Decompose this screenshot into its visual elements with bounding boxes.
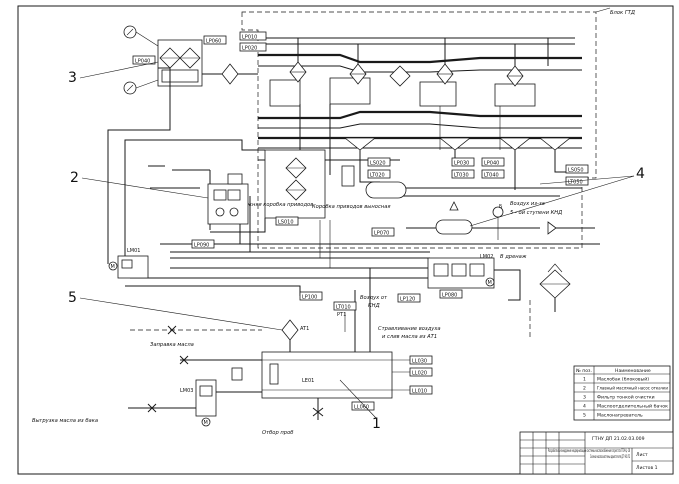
svg-text:1: 1 xyxy=(372,416,381,432)
svg-text:M: M xyxy=(111,264,115,270)
pump-lm03: M LM03 xyxy=(180,379,262,427)
oil-fill-caption: Заправка масла xyxy=(150,342,194,348)
sampling-caption: Отбор проб xyxy=(262,430,294,436)
svg-text:LE01: LE01 xyxy=(302,378,314,384)
svg-text:Главный масляный насос откачки: Главный масляный насос откачки xyxy=(597,385,668,392)
low-code-tags: LP100 LT010 PT1 LP120 Воздух от КНД xyxy=(299,291,421,332)
lower-gearbox-caption: Нижняя коробка приводов xyxy=(240,202,313,208)
svg-text:Лист: Лист xyxy=(636,452,648,458)
drain-separator: В дренаж xyxy=(500,254,571,340)
svg-text:LS050: LS050 xyxy=(568,168,584,174)
remote-gearbox-caption: Коробка приводов выносная xyxy=(312,204,391,210)
scavenge-pump-block: LP090 xyxy=(191,173,249,249)
svg-text:2: 2 xyxy=(583,386,586,392)
lower-gearbox: Нижняя коробка приводов LS010 xyxy=(240,149,326,226)
svg-text:PT1: PT1 xyxy=(337,312,346,318)
svg-text:Наименование: Наименование xyxy=(615,368,651,374)
svg-text:LS020: LS020 xyxy=(370,161,386,167)
svg-text:LS010: LS010 xyxy=(278,220,294,226)
svg-text:LM01: LM01 xyxy=(127,248,140,254)
svg-text:4: 4 xyxy=(636,166,645,182)
svg-text:Маслонагреватель: Маслонагреватель xyxy=(597,413,643,419)
oil-drain-caption: Выгрузка масла из бака xyxy=(32,418,98,424)
svg-text:LP030: LP030 xyxy=(454,161,469,167)
svg-text:2: 2 xyxy=(70,170,79,186)
title-block: ГТНУ ДП 21.02.03.009 Разработка и внедре… xyxy=(519,431,674,475)
svg-text:№ поз.: № поз. xyxy=(576,368,592,374)
svg-text:LP040: LP040 xyxy=(135,59,150,65)
svg-text:M: M xyxy=(488,280,492,286)
svg-text:LP040: LP040 xyxy=(484,161,499,167)
svg-text:LL030: LL030 xyxy=(412,359,427,365)
doc-code: ГТНУ ДП 21.02.03.009 xyxy=(592,436,645,442)
engine-casing xyxy=(258,53,582,161)
oil-tank: LE01 LL060 LL030 LL020 LL010 Отбор проб xyxy=(261,351,433,436)
svg-text:LP100: LP100 xyxy=(302,295,317,301)
svg-text:LP090: LP090 xyxy=(194,243,209,249)
heater-lm01: M LM01 xyxy=(108,248,149,279)
air-lines: Воздух из-за 5 - ой ступени КНД LP070 xyxy=(371,201,595,237)
svg-text:КНД: КНД xyxy=(368,303,380,309)
bleed-caption: Стравливание воздуха xyxy=(378,326,441,332)
callouts: 3 2 5 4 1 xyxy=(68,61,645,432)
svg-text:3: 3 xyxy=(583,395,586,401)
bearing-supports xyxy=(269,77,572,151)
svg-text:LP080: LP080 xyxy=(442,293,457,299)
pump-set-lm02: M LM02 LP080 xyxy=(427,254,521,301)
heater-at1: AT1 Стравливание воздуха и слив масла из… xyxy=(281,319,441,352)
svg-text:5: 5 xyxy=(583,413,586,419)
svg-text:3: 3 xyxy=(68,70,77,86)
remote-gearbox: Коробка приводов выносная xyxy=(312,165,391,210)
svg-text:LT010: LT010 xyxy=(336,305,351,311)
air-from-5-caption: Воздух из-за xyxy=(510,201,545,207)
svg-text:LL020: LL020 xyxy=(412,371,427,377)
engine-filters xyxy=(289,61,524,87)
air-from-knd-caption: Воздух от xyxy=(360,295,388,301)
svg-text:LP010: LP010 xyxy=(242,35,257,41)
svg-text:LL060: LL060 xyxy=(354,405,369,411)
svg-text:5 - ой ступени КНД: 5 - ой ступени КНД xyxy=(510,210,562,216)
svg-text:LT050: LT050 xyxy=(568,180,583,186)
svg-text:LP120: LP120 xyxy=(400,297,415,303)
svg-text:и слив масла из АТ1: и слив масла из АТ1 xyxy=(382,334,437,340)
fill-drain-lines: Заправка масла Выгрузка масла из бака xyxy=(32,325,262,424)
drain-caption: В дренаж xyxy=(500,254,527,260)
svg-text:LL010: LL010 xyxy=(412,389,427,395)
svg-text:4: 4 xyxy=(583,404,586,410)
engine-block-boundary xyxy=(241,11,597,249)
svg-text:M: M xyxy=(204,420,208,426)
engine-block-label: Блок ГТД xyxy=(610,10,635,16)
drawing-title: Схема маслосистемы двигателя ДГ 90 Л2 xyxy=(590,454,630,460)
oil-headers xyxy=(262,37,575,175)
scavenge-lines xyxy=(359,150,582,197)
svg-text:5: 5 xyxy=(68,290,77,306)
pressure-gauges xyxy=(123,25,159,95)
svg-text:AT1: AT1 xyxy=(300,326,309,332)
svg-text:Фильтр тонкой очистки: Фильтр тонкой очистки xyxy=(597,394,655,401)
svg-text:Листов 1: Листов 1 xyxy=(636,465,658,471)
top-code-tags: LP010 LP020 LP060 LP040 xyxy=(132,31,267,65)
svg-text:LT020: LT020 xyxy=(370,173,385,179)
sheet-frame xyxy=(17,5,674,475)
svg-text:Маслоотделительный бачок: Маслоотделительный бачок xyxy=(597,403,668,410)
fine-filter-unit xyxy=(157,39,258,87)
svg-text:LP070: LP070 xyxy=(374,231,389,237)
svg-text:LT040: LT040 xyxy=(484,173,499,179)
legend-table: № поз. Наименование 1 Маслобак (блоковый… xyxy=(573,365,671,421)
svg-text:LM02: LM02 xyxy=(480,254,493,260)
separator-vessel: Б xyxy=(365,181,504,240)
svg-text:LM03: LM03 xyxy=(180,388,193,394)
svg-text:LP060: LP060 xyxy=(206,39,221,45)
svg-text:LP020: LP020 xyxy=(242,46,257,52)
svg-text:Б: Б xyxy=(499,204,503,210)
svg-text:1: 1 xyxy=(583,377,586,383)
svg-text:Маслобак (блоковый): Маслобак (блоковый) xyxy=(597,376,649,383)
svg-text:LT030: LT030 xyxy=(454,173,469,179)
title-note: Разработка и внедрение модернизации сист… xyxy=(548,448,630,454)
